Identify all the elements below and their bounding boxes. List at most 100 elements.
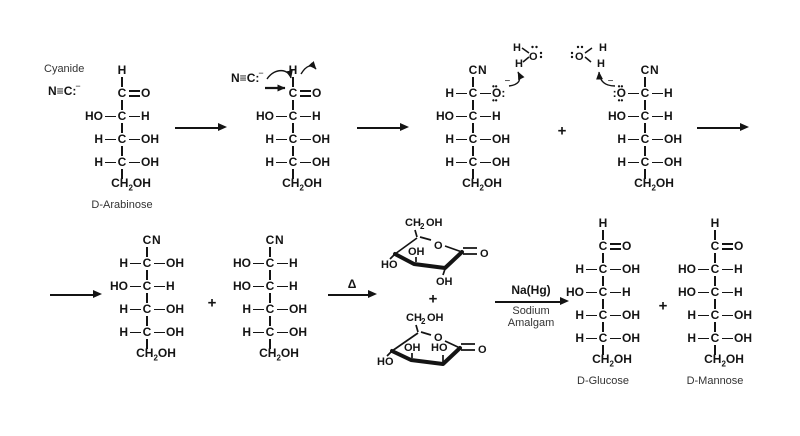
bond	[521, 47, 530, 63]
double-bond	[128, 90, 140, 97]
bond	[584, 47, 593, 63]
curved-arrow-to-water	[508, 71, 525, 87]
bond	[275, 138, 287, 141]
substituent: H	[141, 109, 150, 123]
atom-c: C	[710, 308, 720, 322]
plus-operator: +	[207, 294, 217, 312]
structure-label: D-Arabinose	[91, 199, 153, 211]
atom-c: C	[598, 308, 608, 322]
atom-c: C	[640, 63, 650, 77]
ch2oh-row: CH2OH	[583, 352, 632, 368]
atom-h: H	[288, 63, 298, 77]
substituent: H	[265, 132, 274, 146]
ch2oh-row: CH2OH	[250, 346, 299, 363]
bond	[627, 92, 639, 95]
subscript: 2	[276, 353, 281, 363]
reagent-na-hg: Na(Hg)	[511, 283, 551, 297]
atom-n: N	[152, 233, 161, 247]
atom-o: O	[529, 51, 538, 63]
aldehyde-h-row: H	[236, 64, 350, 77]
curved-arrows-attack	[265, 61, 317, 92]
bond	[472, 146, 474, 156]
substituent: OH	[492, 155, 510, 169]
attacking-cyanide-ion: N≡C:−	[231, 68, 265, 85]
atom-c: C	[468, 109, 478, 123]
reaction-arrow-3	[697, 123, 749, 131]
bond	[269, 316, 271, 326]
bond	[644, 123, 646, 133]
bond	[129, 285, 141, 288]
lone-pair: :	[72, 84, 77, 98]
atom-c: C	[246, 71, 256, 85]
atom-c: C	[640, 109, 650, 123]
atom-o: O	[312, 86, 322, 100]
bond	[276, 308, 288, 311]
double-bond	[609, 243, 621, 250]
atom-o: O	[616, 86, 626, 100]
bond	[153, 262, 165, 265]
atom-n: N	[478, 63, 487, 77]
bond	[252, 262, 264, 265]
substituent: HO	[256, 109, 274, 123]
atom-h: H	[599, 42, 607, 54]
substituent: HO	[377, 356, 394, 368]
lone-pair-dot	[539, 55, 543, 59]
bond	[721, 268, 733, 271]
bond	[129, 262, 141, 265]
bond	[146, 339, 148, 349]
substituent: OH	[622, 262, 640, 276]
bond	[644, 169, 646, 179]
substituent: HO	[233, 279, 251, 293]
bond	[121, 123, 123, 133]
atom-c: C	[710, 285, 720, 299]
bond	[252, 331, 264, 334]
bond	[146, 316, 148, 326]
bond	[252, 285, 264, 288]
bond	[602, 253, 604, 263]
substituent: OH	[436, 276, 453, 288]
substituent: H	[94, 155, 103, 169]
atom-h: H	[597, 58, 605, 70]
reagent-sodium: Sodium	[512, 305, 550, 317]
bond	[627, 115, 639, 118]
bold-ring-edge	[393, 250, 464, 270]
subscript: 2	[421, 317, 426, 326]
atom-c: C	[265, 325, 275, 339]
substituent: HO	[431, 342, 448, 354]
group: CH	[136, 345, 154, 360]
bond	[121, 100, 123, 110]
bond	[153, 331, 165, 334]
bond	[153, 285, 165, 288]
water-molecule-a: H H O	[508, 42, 543, 87]
bond	[121, 169, 123, 179]
minus-charge: −	[258, 68, 264, 78]
bond	[651, 92, 663, 95]
bond	[585, 314, 597, 317]
group: OH	[483, 175, 502, 190]
bond	[276, 262, 288, 265]
substituent: H	[664, 86, 673, 100]
reaction-arrow-4	[50, 290, 102, 298]
bond	[479, 92, 491, 95]
lone-pair-dots: ••	[492, 96, 498, 105]
reaction-arrow-2	[357, 123, 409, 131]
substituent: H	[166, 279, 175, 293]
bond	[721, 337, 733, 340]
lone-pair-dots: :	[501, 86, 506, 100]
substituent: H	[242, 302, 251, 316]
atom-c: C	[117, 132, 127, 146]
